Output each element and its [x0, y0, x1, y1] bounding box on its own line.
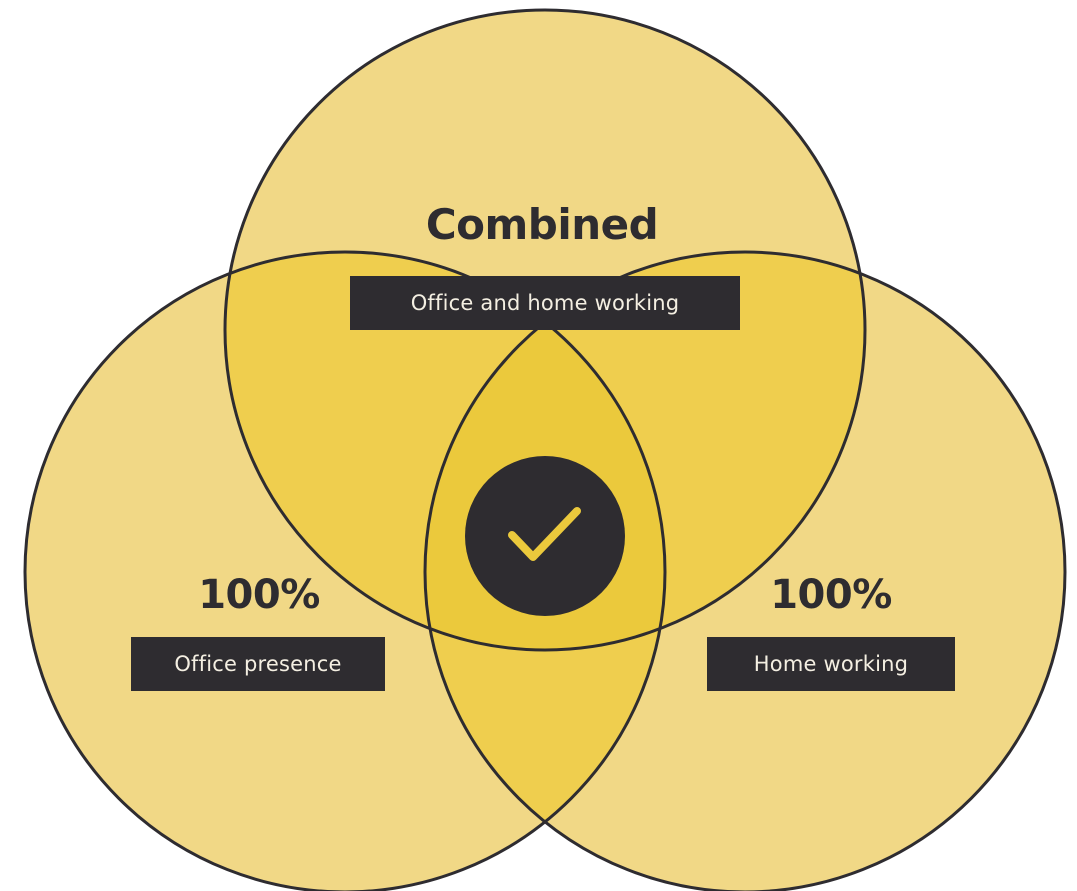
combined-heading: Combined	[425, 200, 659, 249]
combined-label: Office and home working	[350, 276, 740, 330]
right-circle-outline	[423, 250, 1067, 891]
office-presence-label: Office presence	[131, 637, 385, 691]
home-percentage: 100%	[770, 572, 892, 618]
top-circle-outline	[223, 8, 867, 652]
checkmark-icon	[508, 507, 581, 561]
circle-outlines	[23, 8, 1067, 891]
office-percentage: 100%	[198, 572, 320, 618]
left-circle-outline	[23, 250, 667, 891]
badge-circle	[465, 456, 625, 616]
checkmark-badge	[465, 456, 625, 616]
home-working-label: Home working	[707, 637, 955, 691]
overlap-center	[425, 252, 665, 650]
